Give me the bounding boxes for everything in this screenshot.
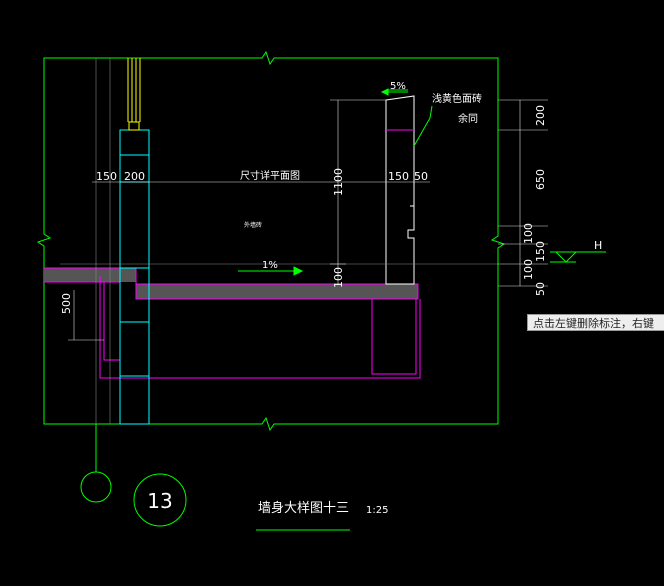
dim-150-right: 150 [388,170,409,183]
slope-top-label: 5% [390,81,406,92]
small-label: 外墙砖 [244,221,262,229]
dim-50-right: 50 [414,170,428,183]
dim-right-100a: 100 [522,223,535,244]
elevation-label: H [594,239,602,252]
dim-right-100b: 100 [522,259,535,280]
slope-arrow-top [380,88,408,96]
note-leader [413,105,433,147]
elevation-mark [550,251,606,263]
slab-outline [44,267,421,379]
slab-fill [44,268,418,299]
drawing-title: 墙身大样图十三 [258,500,349,516]
dim-1100: 1100 [332,168,345,196]
dimension-lines [68,99,548,341]
dim-right-150: 150 [534,241,547,262]
slope-arrow-floor [238,266,304,276]
parapet [385,89,415,285]
dim-500: 500 [60,293,73,314]
detail-number: 13 [147,489,172,513]
guide-lines [60,58,498,440]
drawing-scale: 1:25 [366,505,388,516]
dim-right-50: 50 [534,282,547,296]
hover-tooltip: 点击左键删除标注，右键 [527,314,664,331]
dim-right-650: 650 [534,169,547,190]
slope-floor-label: 1% [262,260,278,271]
window-frame [127,58,141,131]
window-label: 尺寸详平面图 [240,169,300,182]
dim-200-left: 200 [124,170,145,183]
note-line1: 浅黄色面砖 [432,92,482,105]
dim-150-left: 150 [96,170,117,183]
dim-100-mid: 100 [332,267,345,288]
detail-frame [36,50,506,432]
detail-number-circle [133,473,187,527]
note-line2: 余同 [458,112,478,125]
dim-right-200: 200 [534,105,547,126]
axis-bubble [80,424,112,503]
